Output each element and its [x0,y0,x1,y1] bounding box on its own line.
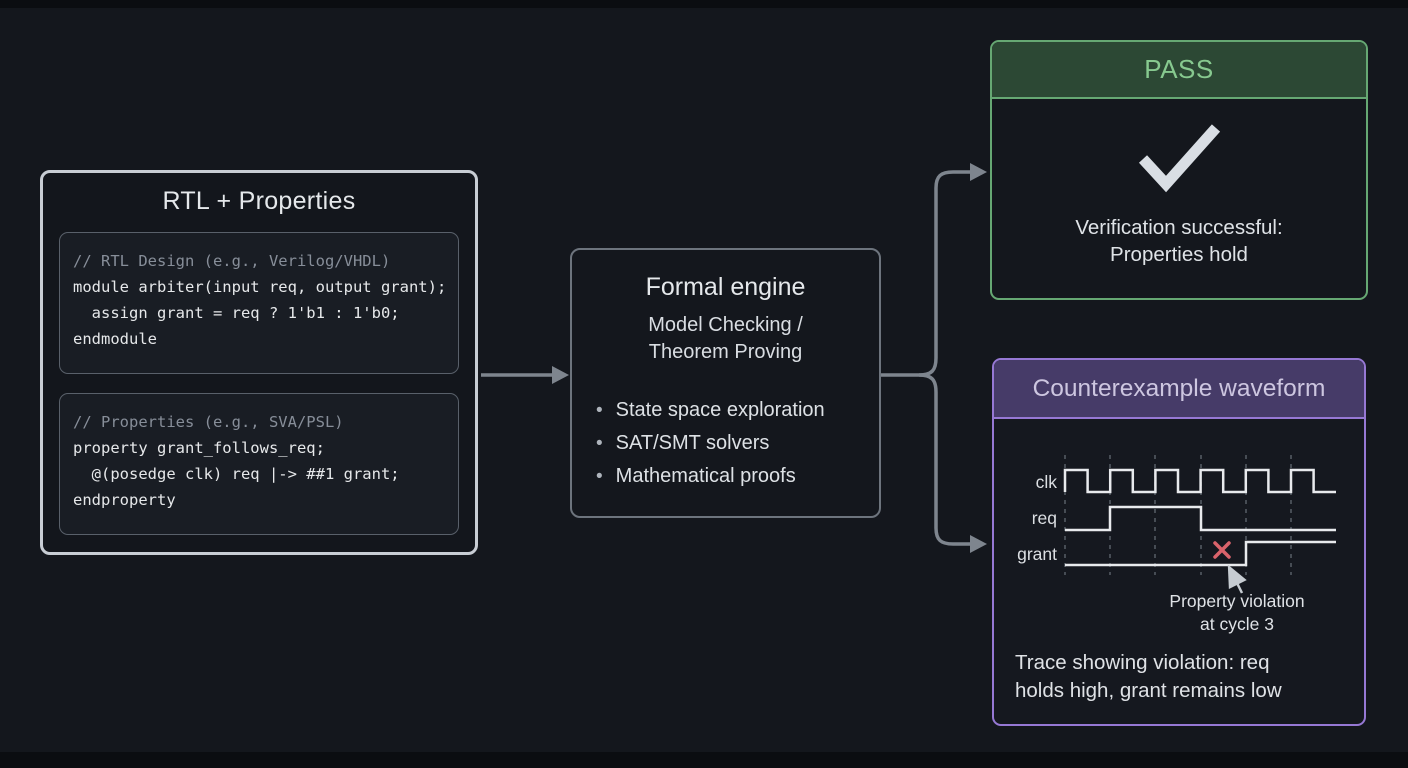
rtl-properties-box: RTL + Properties // RTL Design (e.g., Ve… [40,170,478,555]
counterexample-header: Counterexample waveform [994,360,1364,419]
pass-result-box: PASS Verification successful: Properties… [990,40,1368,300]
bullet-icon: • [596,400,603,421]
letterbox-top-bar [0,0,1408,8]
pass-message: Verification successful: Properties hold [992,214,1366,268]
violation-x-icon [1213,541,1231,559]
pass-header: PASS [992,42,1366,99]
formal-engine-title: Formal engine [645,273,806,301]
bullet-icon: • [596,433,603,454]
check-icon [1138,124,1221,193]
list-item: • Mathematical proofs [596,460,879,493]
bullet-label: State space exploration [615,399,825,421]
signal-label-clk: clk [1036,472,1058,492]
arrowhead-to-pass-icon [970,163,987,181]
req-waveform-trace [1065,505,1336,532]
code-line: endproperty [73,491,176,509]
subtitle-line: Theorem Proving [648,341,803,363]
code-line: // Properties (e.g., SVA/PSL) [73,413,344,431]
formal-engine-bullet-list: • State space exploration • SAT/SMT solv… [572,394,879,493]
properties-code-block: // Properties (e.g., SVA/PSL) property g… [59,393,459,535]
violation-pointer-arrow-icon [1227,564,1247,594]
arrowhead-to-counterexample-icon [970,535,987,553]
counterexample-box: Counterexample waveform clk req grant [992,358,1366,726]
pass-message-line: Properties hold [1110,243,1248,266]
violation-annotation-line: at cycle 3 [1200,614,1274,634]
pass-message-line: Verification successful: [1075,216,1283,239]
code-line: assign grant = req ? 1'b1 : 1'b0; [73,304,400,322]
counterexample-caption: Trace showing violation: req holds high,… [1015,649,1282,705]
pass-check-wrap [992,123,1366,198]
connector-branch-counterexample [918,373,971,546]
caption-line: holds high, grant remains low [1015,679,1282,702]
waveform-plot: clk req grant [1017,455,1336,594]
list-item: • State space exploration [596,394,879,427]
code-line: // RTL Design (e.g., Verilog/VHDL) [73,252,391,270]
rtl-properties-title: RTL + Properties [162,187,356,215]
code-line: @(posedge clk) req |-> ##1 grant; [73,465,400,483]
connector-branch-pass [918,170,971,377]
code-line: module arbiter(input req, output grant); [73,278,447,296]
caption-line: Trace showing violation: req [1015,651,1270,674]
grant-waveform-trace [1065,540,1336,567]
bullet-label: Mathematical proofs [615,465,796,487]
signal-label-grant: grant [1017,544,1057,564]
code-line: property grant_follows_req; [73,439,325,457]
arrowhead-rtl-to-engine-icon [552,366,569,384]
violation-annotation-line: Property violation [1169,591,1305,611]
code-line: endmodule [73,330,157,348]
subtitle-line: Model Checking / [648,314,803,336]
list-item: • SAT/SMT solvers [596,427,879,460]
bullet-label: SAT/SMT solvers [615,432,770,454]
clk-waveform-trace [1063,468,1336,494]
bullet-icon: • [596,466,603,487]
letterbox-bottom-bar [0,752,1408,768]
formal-engine-subtitle: Model Checking / Theorem Proving [572,312,879,366]
violation-annotation: Property violation at cycle 3 [1117,590,1357,636]
signal-label-req: req [1032,508,1057,528]
formal-engine-box: Formal engine Model Checking / Theorem P… [570,248,881,518]
counterexample-header-label: Counterexample waveform [1032,374,1326,402]
rtl-design-code-block: // RTL Design (e.g., Verilog/VHDL) modul… [59,232,459,374]
pass-header-label: PASS [1144,54,1214,84]
